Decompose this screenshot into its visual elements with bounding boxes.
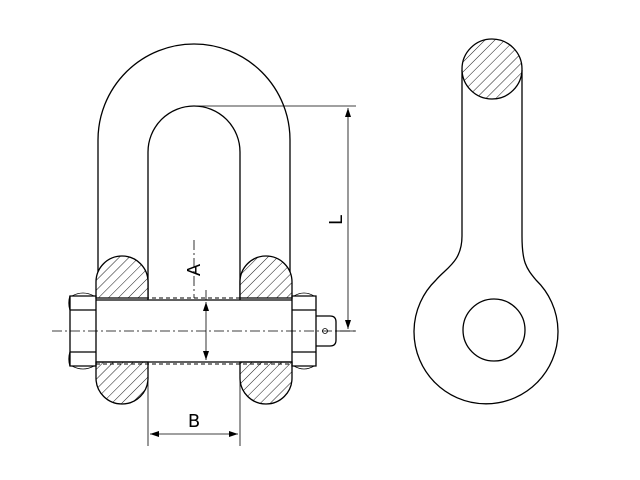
left-bolt-head bbox=[68, 292, 97, 370]
dimension-B-label: B bbox=[188, 411, 200, 432]
side-view bbox=[413, 38, 559, 405]
dimension-B: B bbox=[147, 362, 241, 446]
front-view bbox=[52, 43, 358, 405]
dimension-A: A bbox=[184, 263, 209, 360]
side-view-pin-hole bbox=[462, 298, 526, 362]
dimension-L-label: L bbox=[326, 215, 347, 225]
right-nut bbox=[291, 292, 317, 370]
dimension-A-label: A bbox=[184, 263, 205, 276]
left-leg-bottom-section bbox=[95, 361, 149, 405]
right-leg-bottom-section bbox=[239, 361, 293, 405]
side-view-outline bbox=[413, 70, 559, 405]
dimension-L: L bbox=[194, 105, 356, 332]
side-view-bow-section bbox=[461, 38, 523, 100]
right-leg-top-section bbox=[239, 255, 293, 299]
bow-outer-outline bbox=[97, 43, 291, 272]
left-leg-top-section bbox=[95, 255, 149, 299]
